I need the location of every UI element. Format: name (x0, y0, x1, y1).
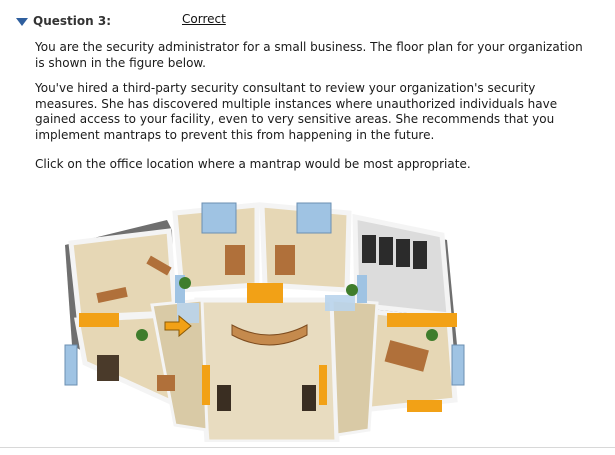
conference-table (384, 340, 429, 372)
office-desk (275, 245, 295, 275)
question-title: Question 3: (33, 14, 111, 28)
answer-status-link[interactable]: Correct (182, 12, 226, 26)
door-panel (387, 313, 457, 327)
plant (136, 329, 148, 341)
plant (179, 277, 191, 289)
window-pane (296, 202, 332, 234)
question-header: Question 3: (16, 12, 111, 30)
room-right-hallway[interactable] (330, 298, 379, 437)
lobby-chair (302, 385, 316, 411)
door-panel (79, 313, 119, 327)
office-desk (96, 286, 128, 304)
plant (426, 329, 438, 341)
question-instruction: Click on the office location where a man… (35, 157, 471, 171)
window-pane (201, 202, 237, 234)
window-pane (175, 275, 185, 303)
glass-partition (177, 303, 199, 323)
server-rack (379, 237, 393, 265)
bottom-divider (0, 447, 615, 448)
window-pane (451, 344, 465, 386)
server-rack (362, 235, 376, 263)
window-pane (357, 275, 367, 303)
office-desk (157, 375, 175, 391)
door-panel (202, 365, 210, 405)
selection-arrow-icon (164, 314, 192, 338)
plant (346, 284, 358, 296)
collapse-triangle-icon[interactable] (16, 17, 28, 26)
office-desk (146, 255, 172, 276)
question-paragraph: You've hired a third-party security cons… (35, 81, 558, 142)
server-rack (413, 241, 427, 269)
window-pane (64, 344, 78, 386)
server-rack (396, 239, 410, 267)
glass-partition (325, 295, 355, 311)
question-paragraph: You are the security administrator for a… (35, 40, 583, 70)
question-body: You are the security administrator for a… (35, 40, 595, 183)
reception-desk (231, 324, 308, 346)
room-lobby-reception[interactable] (194, 297, 340, 442)
office-desk (225, 245, 245, 275)
door-panel (247, 283, 283, 303)
door-panel (407, 400, 442, 412)
sofa (97, 355, 119, 381)
door-panel (319, 365, 327, 405)
lobby-chair (217, 385, 231, 411)
office-floor-plan[interactable] (57, 195, 472, 442)
